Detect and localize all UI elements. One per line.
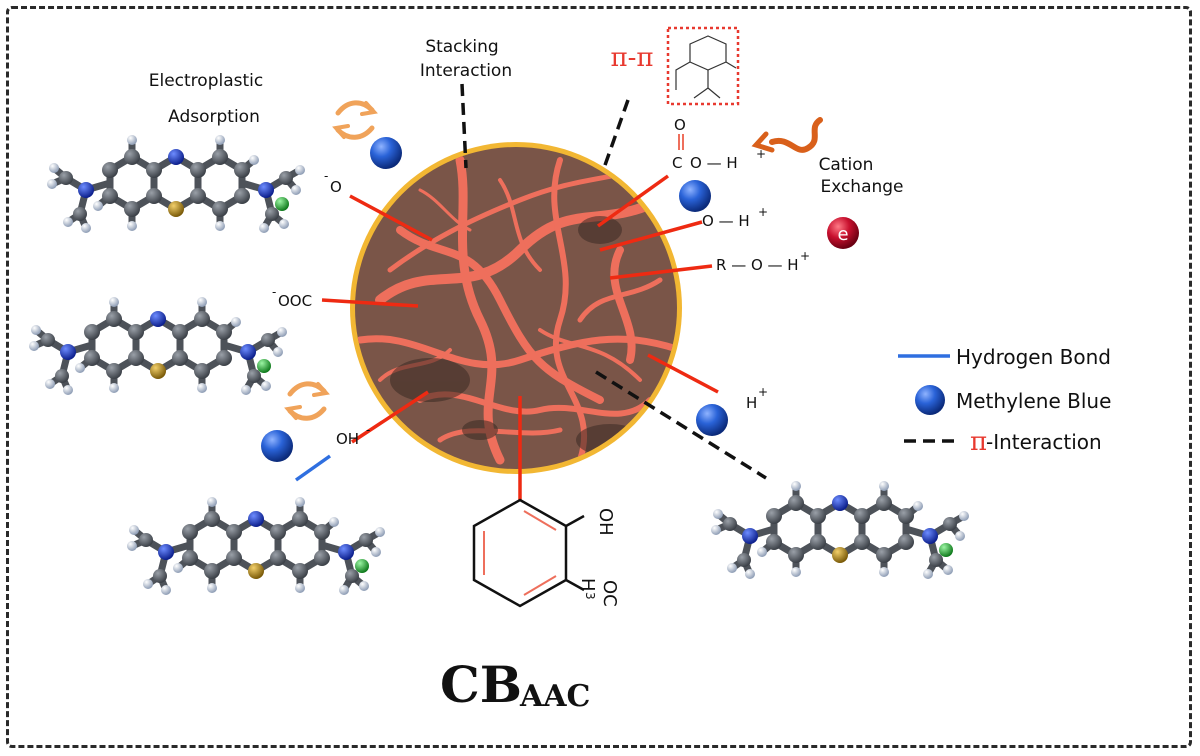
methylene-blue-ball xyxy=(370,137,402,169)
carboxyl-c-label: C xyxy=(672,154,682,172)
electroplastic-label-line1: Electroplastic xyxy=(149,71,263,91)
cation-exchange-arrow-icon xyxy=(756,120,820,150)
electron-ball: e xyxy=(827,217,859,249)
ring-och3-label: OC xyxy=(599,580,620,607)
exchange-arrow-icon xyxy=(288,384,326,418)
methylene-blue-ball xyxy=(679,180,711,212)
cation-label-line2: Exchange xyxy=(820,177,903,197)
roh-sup: + xyxy=(800,249,810,263)
carboxyl-oh-label: O — H xyxy=(690,154,738,172)
methylene-blue-molecule xyxy=(47,135,305,233)
pi-pi-hexagon-box xyxy=(668,28,738,104)
legend: Hydrogen Bond Methylene Blue π -Interact… xyxy=(898,345,1111,457)
hydrogen-bond-line xyxy=(296,456,330,480)
legend-hydrogen-bond-label: Hydrogen Bond xyxy=(956,345,1111,369)
methylene-blue-molecule xyxy=(29,297,287,395)
diagram-title: CB xyxy=(440,655,522,714)
exchange-arrow-icon xyxy=(336,103,374,137)
ring-ch3-sub-label: 3 xyxy=(583,592,597,600)
pi-pi-label: π-π xyxy=(611,43,654,73)
carboxyl-o-label: O xyxy=(674,116,686,134)
oh-plus-sup: + xyxy=(758,205,768,219)
electron-label: e xyxy=(837,224,848,245)
methylene-blue-molecule xyxy=(127,497,385,595)
legend-methylene-blue-swatch xyxy=(915,385,945,415)
oh-minus-sup: - xyxy=(366,423,370,437)
legend-pi-interaction-label: -Interaction xyxy=(986,430,1102,454)
stacking-label-line2: Interaction xyxy=(420,61,512,81)
ooc-sup: - xyxy=(272,285,276,299)
roh-label: R — O — H xyxy=(716,256,799,274)
o-minus-sup: - xyxy=(324,169,328,183)
carbon-particle xyxy=(350,142,682,474)
methylene-blue-molecule xyxy=(711,481,969,579)
oh-minus-label: OH xyxy=(336,430,359,448)
cation-label-line1: Cation xyxy=(819,155,874,175)
diagram-title-subscript: AAC xyxy=(519,679,590,714)
legend-methylene-blue-label: Methylene Blue xyxy=(956,389,1111,413)
o-minus-label: O xyxy=(330,178,342,196)
ring-ch3-h-label: H xyxy=(577,578,598,592)
legend-pi-symbol: π xyxy=(970,427,987,457)
oh-plus-label: O — H xyxy=(702,212,750,230)
h-plus-sup: + xyxy=(758,385,768,399)
methylene-blue-ball xyxy=(261,430,293,462)
carboxyl-sup: + xyxy=(756,147,766,161)
phenolic-ring: OH OC H 3 xyxy=(474,500,620,607)
ring-oh-label: OH xyxy=(595,508,616,536)
ooc-label: OOC xyxy=(278,292,312,310)
stacking-label-line1: Stacking xyxy=(425,37,498,57)
methylene-blue-ball xyxy=(696,404,728,436)
h-plus-label: H xyxy=(746,394,757,412)
particle-core xyxy=(355,147,677,469)
electroplastic-label-line2: Adsorption xyxy=(168,107,260,127)
